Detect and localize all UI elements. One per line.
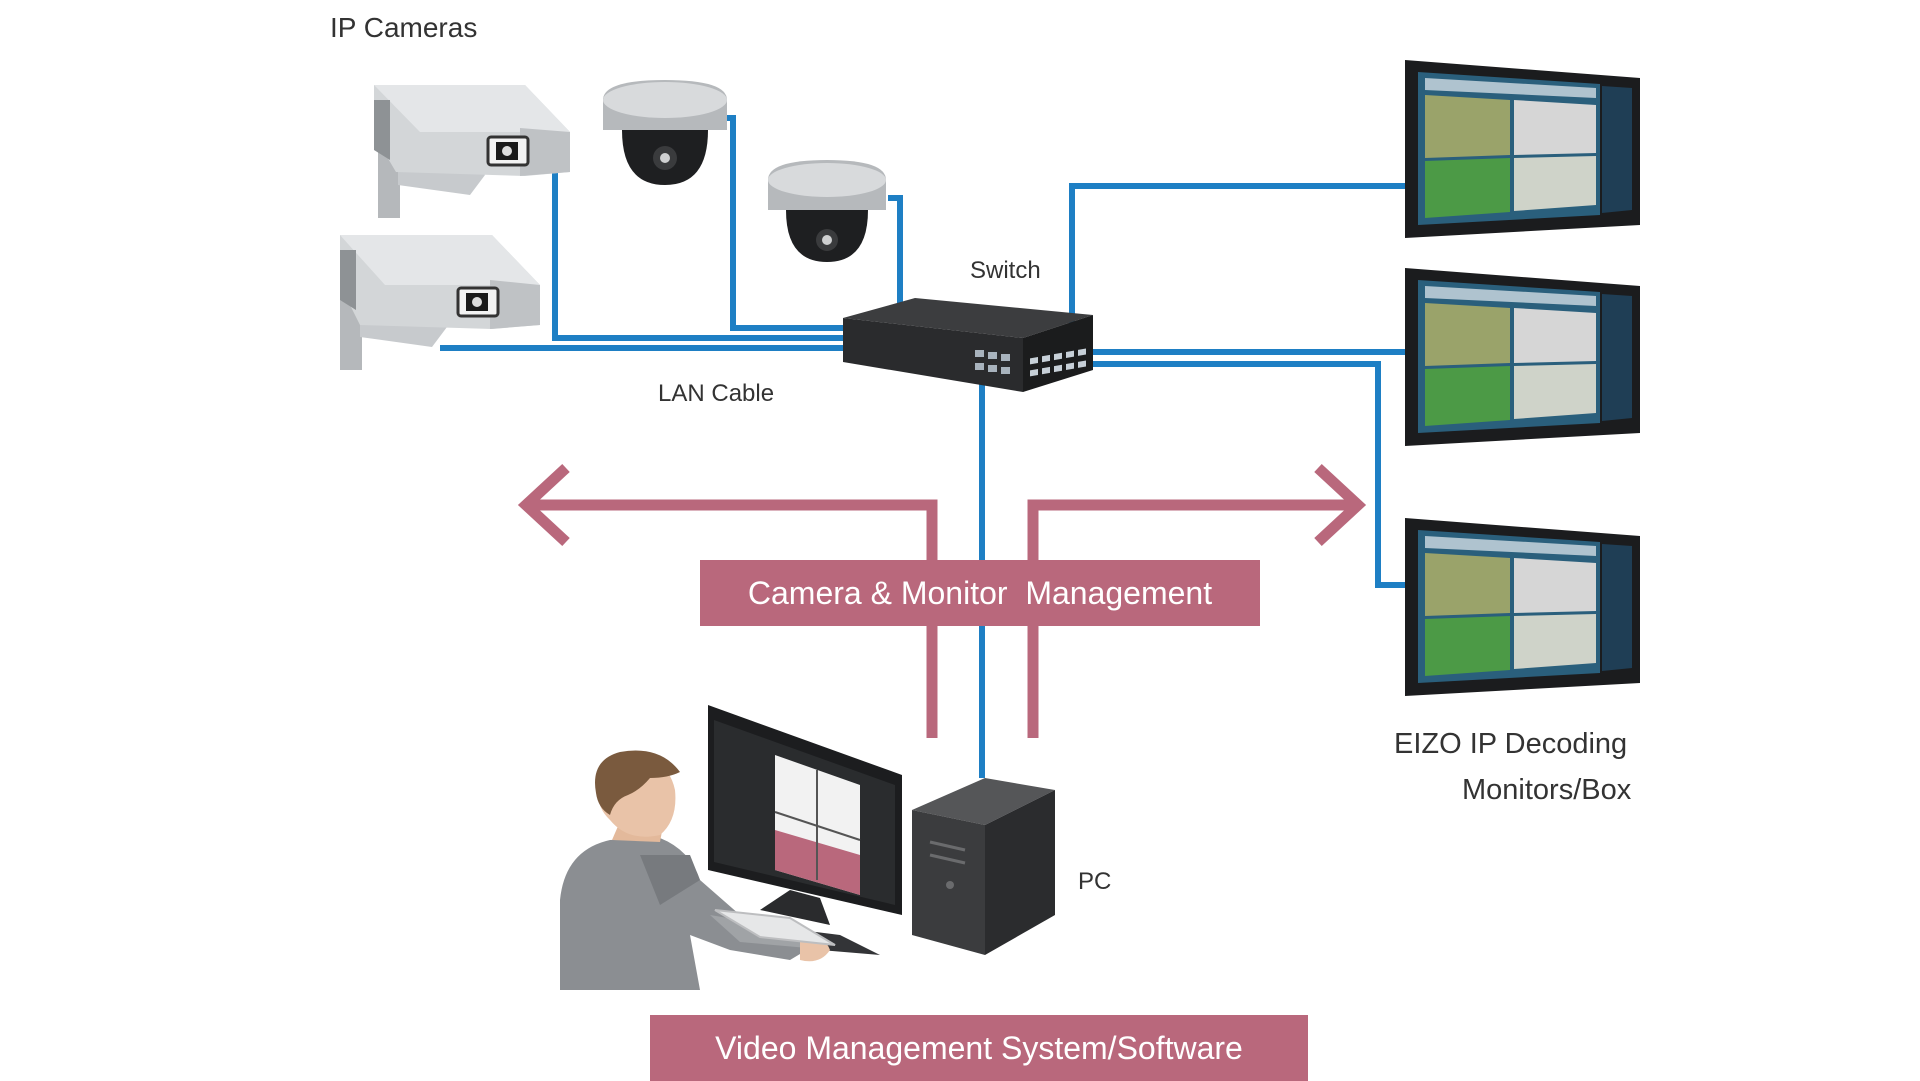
management-arrows: [517, 463, 1367, 738]
management-banner: Camera & Monitor Management: [700, 560, 1260, 626]
switch-label: Switch: [970, 257, 1041, 284]
cable-box-camera-1: [552, 160, 850, 341]
lan-cables: [440, 115, 1408, 778]
right-arrow-head: [1314, 463, 1367, 547]
vms-banner: Video Management System/Software: [650, 1015, 1308, 1081]
box-camera-icon: [374, 85, 570, 218]
operator-monitor-icon: [708, 705, 902, 955]
pc-label: PC: [1078, 868, 1112, 895]
box-camera-icon: [340, 235, 540, 370]
left-arrow-head: [517, 463, 570, 547]
dome-camera-icon: [603, 80, 727, 185]
management-arrow-right: [1027, 499, 1356, 738]
decoding-monitor-icon: [1405, 268, 1640, 446]
cable-monitor-1: [1069, 183, 1408, 333]
operator-person-icon: [560, 750, 830, 990]
pc-tower-icon: [912, 778, 1055, 955]
decoding-monitor-icon: [1405, 518, 1640, 696]
eizo-label-line2: Monitors/Box: [1462, 774, 1632, 806]
cable-dome-camera-2: [888, 195, 903, 320]
cable-dome-camera-1: [727, 115, 850, 331]
keyboard-icon: [714, 909, 836, 946]
eizo-label-line1: EIZO IP Decoding: [1394, 728, 1628, 760]
management-arrow-left: [530, 499, 938, 738]
dome-camera-icon: [768, 160, 886, 262]
ip-cameras-label: IP Cameras: [330, 12, 478, 43]
lan-cable-label: LAN Cable: [658, 380, 775, 407]
cable-monitor-3: [1085, 361, 1408, 588]
decoding-monitor-icon: [1405, 60, 1640, 238]
network-switch-icon: [843, 298, 1093, 392]
decoding-monitors: [1405, 60, 1640, 696]
